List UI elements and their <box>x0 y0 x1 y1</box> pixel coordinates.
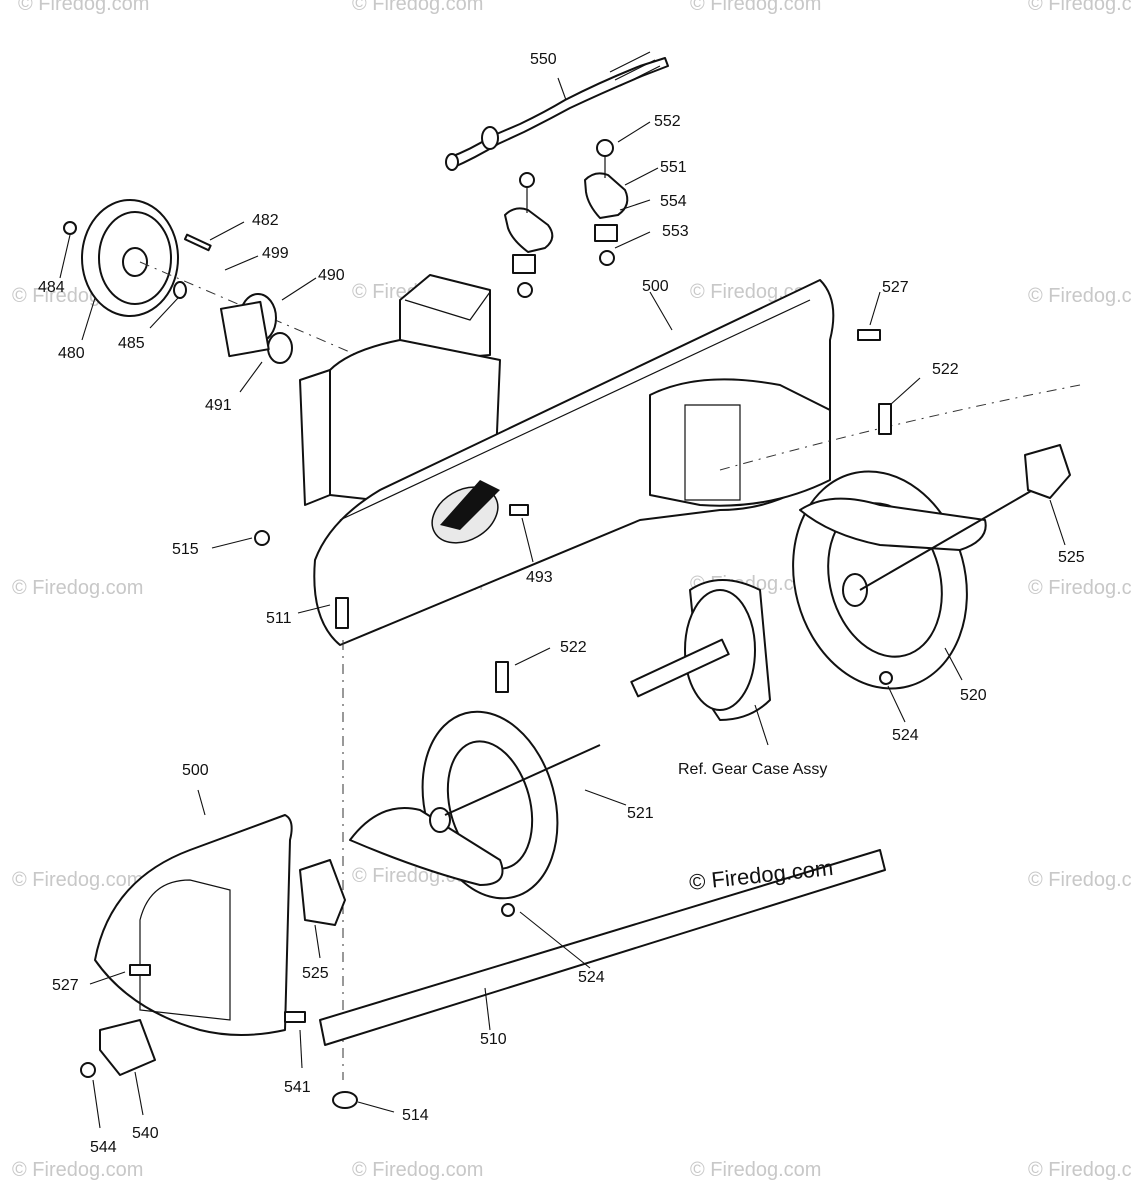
callout-553[interactable]: 553 <box>662 223 689 240</box>
callout-480[interactable]: 480 <box>58 345 85 362</box>
housing-end-lower <box>94 814 293 1036</box>
auger-left <box>349 710 601 900</box>
carriage-bolt-522-center <box>495 661 509 693</box>
watermark: © Firedog.com <box>352 1159 483 1181</box>
watermark: © Firedog.com <box>12 1159 143 1181</box>
callout-520[interactable]: 520 <box>960 687 987 704</box>
carriage-bolt-527-right <box>857 329 881 341</box>
callout-551[interactable]: 551 <box>660 159 687 176</box>
gear-case <box>630 579 771 721</box>
watermark: © Firedog.com <box>1028 285 1131 307</box>
watermark: © Firedog.com <box>1028 1159 1131 1181</box>
callout-482[interactable]: 482 <box>252 212 279 229</box>
leader-lines <box>59 77 1066 1129</box>
bearing-flange-right <box>1024 444 1071 499</box>
shave-plate <box>319 849 886 1046</box>
callout-524-center[interactable]: 524 <box>578 969 605 986</box>
callout-525-right[interactable]: 525 <box>1058 549 1085 566</box>
callout-522-right[interactable]: 522 <box>932 361 959 378</box>
watermark: © Firedog.com <box>12 869 143 891</box>
callout-484[interactable]: 484 <box>38 279 65 296</box>
impeller-right <box>792 470 1051 690</box>
key-482 <box>183 233 212 252</box>
watermarks: © Firedog.com © Firedog.com © Firedog.co… <box>12 0 1131 1181</box>
callout-552[interactable]: 552 <box>654 113 681 130</box>
centerline-horizontal <box>719 384 1081 471</box>
callout-527-top[interactable]: 527 <box>882 279 909 296</box>
nut-544 <box>80 1062 96 1078</box>
callout-490[interactable]: 490 <box>318 267 345 284</box>
callout-493[interactable]: 493 <box>526 569 553 586</box>
carriage-bolt-527-lower <box>129 964 151 976</box>
callout-541[interactable]: 541 <box>284 1079 311 1096</box>
watermark: © Firedog.com <box>1028 577 1131 599</box>
callout-524-right[interactable]: 524 <box>892 727 919 744</box>
crank-bracket-left <box>504 172 554 298</box>
watermark: © Firedog.com <box>690 1159 821 1181</box>
watermark: © Firedog.com <box>18 0 149 15</box>
callout-527-lower[interactable]: 527 <box>52 977 79 994</box>
callout-500-top[interactable]: 500 <box>642 278 669 295</box>
bearing-housing-499 <box>219 300 270 358</box>
callout-540[interactable]: 540 <box>132 1125 159 1142</box>
plug-515 <box>254 530 270 546</box>
watermark: © Firedog.com <box>1028 869 1131 891</box>
callout-499[interactable]: 499 <box>262 245 289 262</box>
carriage-bolt-511 <box>335 597 349 629</box>
watermark: © Firedog.com <box>1028 0 1131 15</box>
watermark: © Firedog.com <box>12 577 143 599</box>
chute-crank-rod <box>445 51 669 171</box>
callout-521[interactable]: 521 <box>627 805 654 822</box>
washer-485 <box>173 281 187 299</box>
callout-511[interactable]: 511 <box>266 610 292 627</box>
skid-shoe <box>99 1019 156 1076</box>
callout-510[interactable]: 510 <box>480 1031 507 1048</box>
callout-485[interactable]: 485 <box>118 335 145 352</box>
callout-522-center[interactable]: 522 <box>560 639 587 656</box>
callout-514[interactable]: 514 <box>402 1107 429 1124</box>
bolt-493 <box>509 504 529 516</box>
auger-housing <box>299 274 835 646</box>
watermark: © Firedog.com <box>690 0 821 15</box>
bearing-491 <box>267 332 293 364</box>
nut-514 <box>332 1091 358 1109</box>
callout-500-lower[interactable]: 500 <box>182 762 209 779</box>
carriage-bolt-541 <box>284 1011 306 1023</box>
carriage-bolt-522-right <box>878 403 892 435</box>
nut-524-right <box>879 671 893 685</box>
crank-bracket-right <box>584 139 629 266</box>
callout-515[interactable]: 515 <box>172 541 199 558</box>
bolt-484 <box>63 221 77 235</box>
callout-544[interactable]: 544 <box>90 1139 117 1156</box>
callout-525-lower[interactable]: 525 <box>302 965 329 982</box>
pulley <box>81 199 381 366</box>
reference-label: Ref. Gear Case Assy <box>678 761 827 778</box>
callout-550[interactable]: 550 <box>530 51 557 68</box>
bearing-flange-lower <box>299 859 346 926</box>
watermark: © Firedog.com <box>352 0 483 15</box>
callout-491[interactable]: 491 <box>205 397 232 414</box>
callouts: 550 552 551 554 553 482 499 490 484 480 … <box>38 51 1085 1156</box>
nut-524-center <box>501 903 515 917</box>
callout-554[interactable]: 554 <box>660 193 687 210</box>
